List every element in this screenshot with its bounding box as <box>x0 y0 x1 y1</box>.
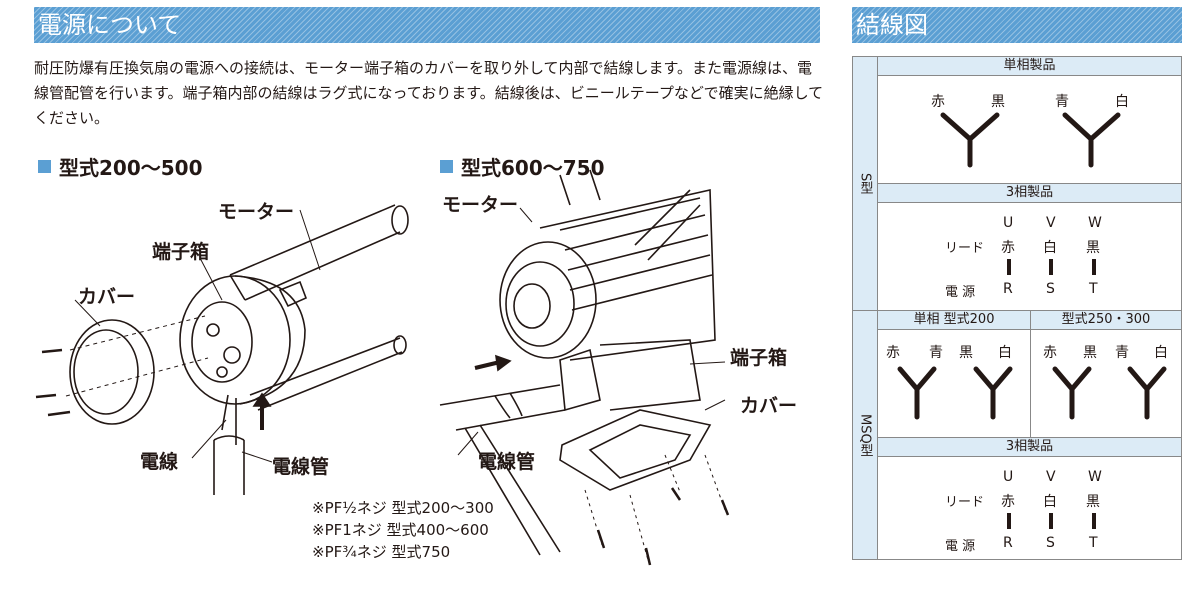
phase-label: W <box>1088 469 1102 485</box>
illustration-motor-b <box>439 169 730 566</box>
model-heading-a: 型式200〜500 <box>38 152 203 181</box>
lead-color: 白 <box>1043 494 1057 510</box>
note-list: ※PF½ネジ 型式200〜300 ※PF1ネジ 型式400〜600 ※PF¾ネジ… <box>312 497 494 563</box>
divider <box>878 437 1181 438</box>
wire-label: 黒 <box>1083 345 1097 361</box>
label-wire-a: 電線 <box>140 451 179 473</box>
s-three-title: 3相製品 <box>878 184 1181 202</box>
y-connection-icon <box>940 112 1121 168</box>
label-conduit-a: 電線管 <box>272 456 330 478</box>
divider <box>878 183 1181 184</box>
wire-label: 白 <box>1154 345 1168 361</box>
lead-connector-icons <box>1007 259 1096 275</box>
lead-color: 黒 <box>1086 494 1100 510</box>
label-terminal-box-b: 端子箱 <box>730 347 788 369</box>
msq-three-title: 3相製品 <box>878 438 1181 456</box>
y-connection-icon <box>897 366 1167 420</box>
divider <box>853 310 1181 311</box>
bullet-square-icon <box>440 160 453 173</box>
side-label-s: S型 <box>853 57 878 311</box>
wire-label: 青 <box>1055 94 1069 110</box>
lead-connector-icons <box>1007 513 1096 529</box>
wire-label: 赤 <box>1043 345 1057 361</box>
section-heading-power: 電源について <box>34 7 820 43</box>
power-terminal: T <box>1089 535 1098 551</box>
intro-text: 耐圧防爆有圧換気扇の電源への接続は、モーター端子箱のカバーを取り外して内部で結線… <box>34 59 824 127</box>
phase-label: V <box>1046 469 1056 485</box>
wiring-diagram-table: S型 MSQ型 単相製品 赤 黒 青 白 3相製品 U V W リード 赤 白 … <box>852 56 1182 560</box>
msq-single-title-a: 単相 型式200 <box>878 311 1030 329</box>
lead-color: 赤 <box>1001 494 1015 510</box>
label-motor-a: モーター <box>218 201 295 223</box>
illustration-motor-a <box>35 204 409 495</box>
section-heading-wiring: 結線図 <box>852 7 1182 43</box>
msq-single-title-b: 型式250・300 <box>1031 311 1181 329</box>
label-conduit-b: 電線管 <box>478 451 536 473</box>
divider <box>878 202 1181 203</box>
bullet-square-icon <box>38 160 51 173</box>
lead-label: リード <box>945 495 985 510</box>
power-label: 電 源 <box>945 539 976 554</box>
lead-label: リード <box>945 241 985 256</box>
wire-label: 青 <box>929 345 943 361</box>
phase-label: U <box>1003 215 1014 231</box>
side-label-msq: MSQ型 <box>853 311 878 559</box>
phase-label: U <box>1003 469 1014 485</box>
lead-color: 黒 <box>1086 240 1100 256</box>
note-line: ※PF¾ネジ 型式750 <box>312 543 451 561</box>
power-label: 電 源 <box>945 285 976 300</box>
label-motor-b: モーター <box>442 194 519 216</box>
lead-color: 赤 <box>1001 240 1015 256</box>
wire-label: 黒 <box>959 345 973 361</box>
divider <box>878 75 1181 76</box>
wire-label: 白 <box>998 345 1012 361</box>
model-heading-b: 型式600〜750 <box>440 152 605 181</box>
wire-label: 青 <box>1115 345 1129 361</box>
wire-label: 黒 <box>991 94 1005 110</box>
power-terminal: S <box>1046 535 1055 551</box>
divider <box>1030 311 1031 437</box>
divider <box>878 456 1181 457</box>
phase-label: V <box>1046 215 1056 231</box>
model-b-label: 型式600〜750 <box>461 156 605 180</box>
note-line: ※PF1ネジ 型式400〜600 <box>312 521 489 539</box>
label-terminal-box-a: 端子箱 <box>152 241 210 263</box>
label-cover-a: カバー <box>78 286 136 308</box>
power-terminal: T <box>1089 281 1098 297</box>
model-a-label: 型式200〜500 <box>59 156 203 180</box>
wire-label: 赤 <box>886 345 900 361</box>
wire-label: 赤 <box>931 94 945 110</box>
s-single-title: 単相製品 <box>878 57 1181 75</box>
power-terminal: R <box>1003 535 1013 551</box>
wire-label: 白 <box>1115 94 1129 110</box>
phase-label: W <box>1088 215 1102 231</box>
power-terminal: S <box>1046 281 1055 297</box>
power-terminal: R <box>1003 281 1013 297</box>
note-line: ※PF½ネジ 型式200〜300 <box>312 499 494 517</box>
divider <box>878 329 1181 330</box>
label-cover-b: カバー <box>740 395 798 417</box>
lead-color: 白 <box>1043 240 1057 256</box>
